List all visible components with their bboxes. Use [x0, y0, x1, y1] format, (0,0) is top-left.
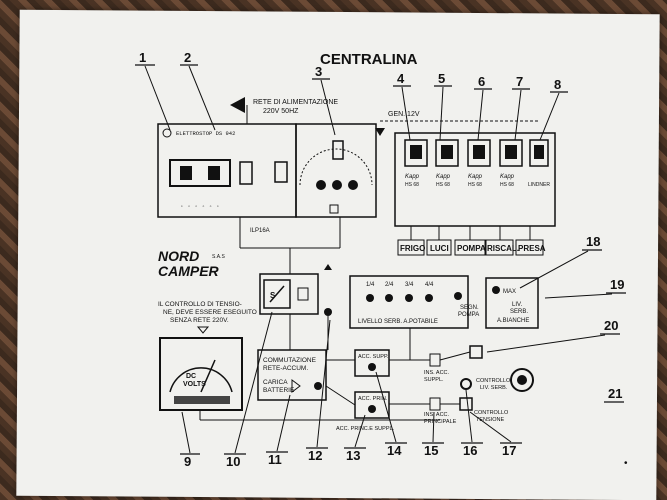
svg-text:CONTROLLO: CONTROLLO	[476, 378, 511, 384]
svg-text:HS 68: HS 68	[468, 182, 482, 188]
water-level-panel	[349, 275, 469, 329]
brand-suffix: S.A.S	[212, 254, 225, 260]
callout-6: 6	[478, 74, 485, 89]
svg-text:Kapp: Kapp	[500, 174, 515, 180]
callout-21: 21	[608, 386, 622, 401]
brand-camper: CAMPER	[158, 263, 220, 279]
svg-text:Kapp: Kapp	[436, 174, 451, 180]
livello-label: LIVELLO SERB. A.POTABILE	[358, 319, 438, 325]
callout-15: 15	[424, 443, 438, 458]
svg-text:Kapp: Kapp	[405, 174, 420, 180]
svg-text:CONTROLLO: CONTROLLO	[474, 410, 509, 416]
note-line-2: NE, DEVE ESSERE ESEGUITO	[163, 309, 257, 316]
commutation-box	[257, 349, 327, 401]
callout-14: 14	[387, 443, 402, 458]
svg-text:INS. ACC.: INS. ACC.	[424, 370, 450, 376]
svg-text:S: S	[270, 291, 276, 300]
svg-text:ACC. PRIN.: ACC. PRIN.	[358, 396, 388, 402]
callout-20: 20	[604, 318, 618, 333]
level-2: 2/4	[385, 282, 394, 288]
fuse-rating: ILP16A	[250, 228, 270, 234]
switch-label-pompa: POMPA	[457, 244, 486, 253]
page-title: CENTRALINA	[320, 51, 418, 68]
switch-label-presa: PRESA	[518, 244, 546, 253]
switch-label-frigo: FRIGO	[400, 244, 425, 253]
elettrostop-label: ELETTROSTOP DS 942	[176, 130, 235, 137]
switch-label-luci: LUCI	[430, 244, 449, 253]
svg-text:ACC. SUPP.: ACC. SUPP.	[358, 354, 389, 360]
callout-1: 1	[139, 50, 146, 65]
level-4: 4/4	[425, 282, 434, 288]
callout-10: 10	[226, 454, 240, 469]
acc-supp-box	[354, 349, 390, 377]
page-mark: •	[624, 458, 628, 469]
comm-1: COMMUTAZIONE	[263, 357, 317, 364]
brand-nord: NORD	[158, 248, 199, 264]
fuse-switch-panel	[394, 132, 556, 227]
svg-text:TENSIONE: TENSIONE	[476, 417, 504, 423]
note-line-1: IL CONTROLLO DI TENSIO-	[158, 301, 242, 308]
callout-2: 2	[184, 50, 191, 65]
power-plug-icon	[230, 97, 245, 113]
svg-text:HS 68: HS 68	[500, 182, 514, 188]
control-knob	[510, 368, 534, 392]
callout-19: 19	[610, 277, 624, 292]
svg-text:◦ ◦ ◦ ◦ ◦ ◦: ◦ ◦ ◦ ◦ ◦ ◦	[180, 203, 220, 210]
max-label: MAX	[503, 289, 516, 295]
acc-princ-supp: ACC. PRINC.E SUPPL.	[336, 426, 395, 432]
note-line-3: SENZA RETE 220V.	[170, 317, 229, 324]
callout-7: 7	[516, 74, 523, 89]
callout-4: 4	[397, 71, 405, 86]
svg-text:PRINCIPALE: PRINCIPALE	[424, 419, 457, 425]
liv-3: A.BIANCHE	[497, 318, 529, 324]
meter-unit-volts: VOLTS	[183, 381, 206, 388]
callout-16: 16	[463, 443, 477, 458]
callout-8: 8	[554, 77, 561, 92]
callout-17: 17	[502, 443, 516, 458]
svg-text:SUPPL.: SUPPL.	[424, 377, 444, 383]
liv-1: LIV.	[512, 302, 522, 308]
rete-label: RETE DI ALIMENTAZIONE	[253, 99, 338, 106]
svg-text:INS. ACC.: INS. ACC.	[424, 412, 450, 418]
callout-9: 9	[184, 454, 191, 469]
svg-text:Kapp: Kapp	[468, 174, 483, 180]
callout-5: 5	[438, 71, 445, 86]
gen-label: GEN. 12V	[388, 111, 420, 118]
meter-unit-dc: DC	[186, 373, 196, 380]
meter-needle	[200, 359, 216, 393]
liv-2: SERB.	[510, 309, 528, 315]
comm-2: RETE-ACCUM.	[263, 365, 308, 372]
callout-12: 12	[308, 448, 322, 463]
callout-13: 13	[346, 448, 360, 463]
rete-switch	[259, 273, 319, 315]
fuse-modules: Kapp HS 68 Kapp HS 68 Kapp HS 68 Kapp HS…	[404, 139, 550, 188]
svg-text:LIV. SERB.: LIV. SERB.	[480, 385, 508, 391]
pump-led	[454, 292, 462, 300]
svg-text:HS 68: HS 68	[405, 182, 419, 188]
callout-11: 11	[268, 452, 282, 467]
svg-text:LINDNER: LINDNER	[528, 182, 550, 188]
grey-water-panel	[485, 277, 539, 329]
level-3: 3/4	[405, 282, 414, 288]
carica-2: BATTERIE	[263, 387, 295, 394]
voltmeter	[159, 337, 243, 411]
callout-18: 18	[586, 234, 600, 249]
switch-label-riscal: RISCAL.	[487, 244, 519, 253]
carica-1: CARICA	[263, 379, 288, 386]
svg-text:HS 68: HS 68	[436, 182, 450, 188]
callout-3: 3	[315, 64, 322, 79]
mains-socket-panel	[295, 123, 377, 218]
rete-voltage: 220V 50HZ	[263, 108, 299, 115]
segn-2: POMPA	[458, 312, 479, 318]
level-1: 1/4	[366, 282, 375, 288]
segn-1: SEGN.	[460, 305, 479, 311]
